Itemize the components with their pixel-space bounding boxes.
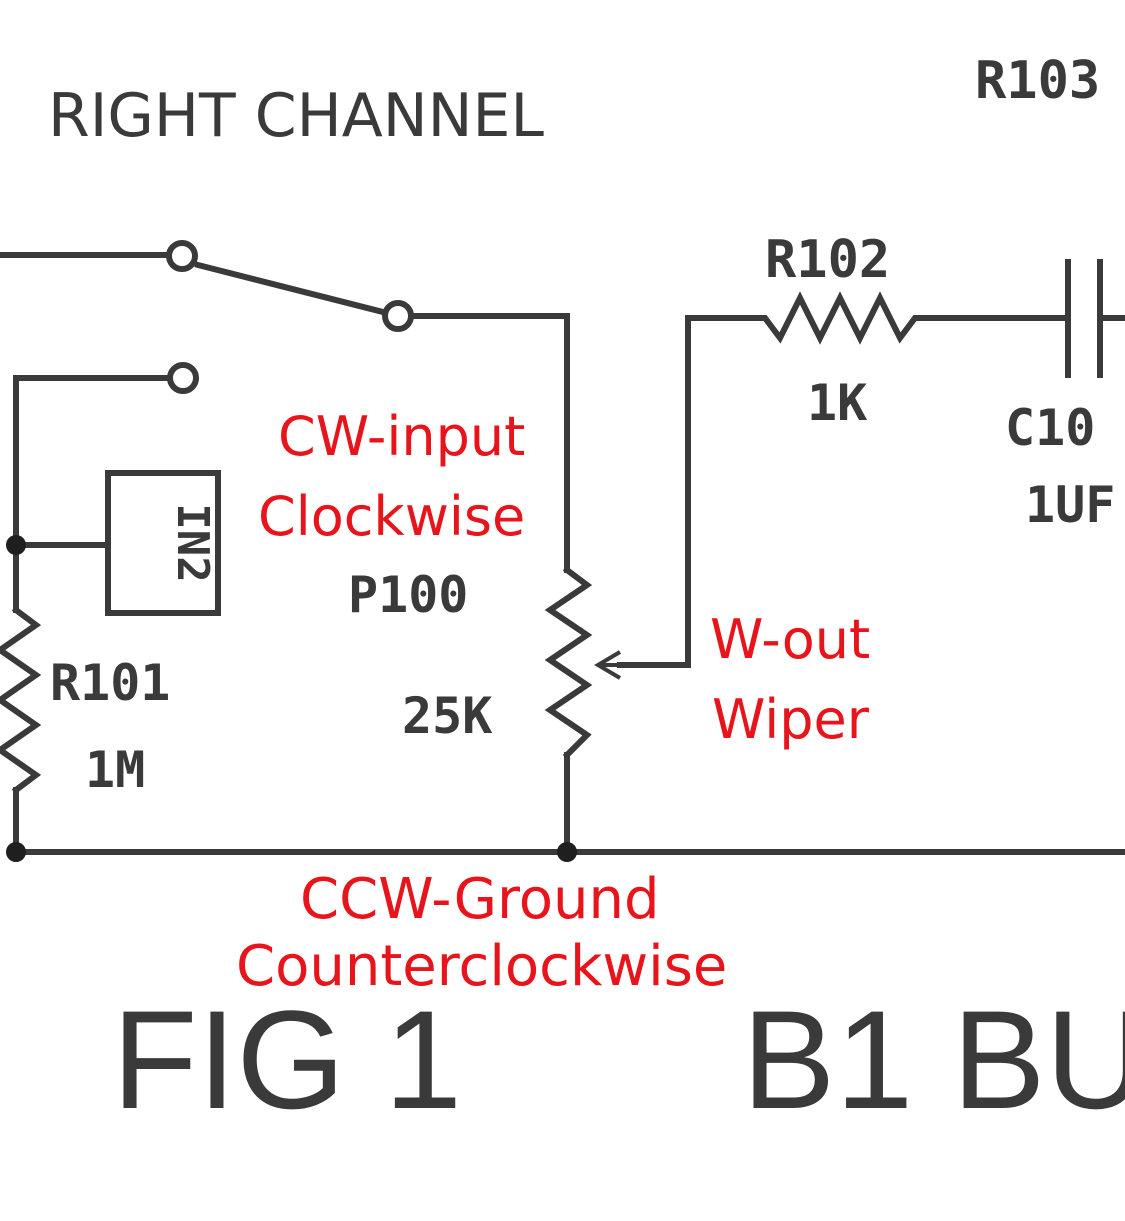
p100-potentiometer-symbol: [544, 565, 593, 760]
r101-resistor-symbol: [0, 605, 42, 795]
in2-label: IN2: [167, 503, 218, 582]
switch-terminal-lower: [167, 362, 199, 394]
switch-lever: [194, 261, 387, 316]
b1-caption: B1 BU: [742, 981, 1125, 1138]
r103-label: R103: [975, 51, 1100, 111]
figure-caption: FIG 1: [112, 981, 462, 1138]
in2-box: [105, 470, 221, 616]
wiper-output-wire: [617, 315, 748, 668]
junction-dot-in2: [6, 535, 26, 555]
w-out-annotation: W-out: [710, 608, 870, 671]
r101-value: 1M: [85, 741, 145, 799]
pot-input-wire: [411, 313, 570, 573]
ccw-ground-annotation: CCW-Ground: [300, 867, 660, 932]
capacitor-value: 1UF: [1025, 476, 1115, 534]
r102-value: 1K: [807, 374, 867, 432]
counterclockwise-annotation: Counterclockwise: [236, 934, 727, 999]
cw-input-annotation: CW-input: [278, 405, 525, 468]
junction-dot-pot-ground: [557, 842, 577, 862]
r102-ref: R102: [765, 230, 890, 290]
r101-ref: R101: [50, 654, 170, 712]
left-rail-wire: [13, 375, 171, 613]
p100-ref: P100: [348, 566, 468, 624]
p100-value: 25K: [402, 687, 492, 745]
r102-resistor-symbol: [742, 291, 928, 345]
switch-terminal-top: [166, 240, 198, 272]
wiper-annotation: Wiper: [712, 688, 870, 751]
clockwise-annotation: Clockwise: [258, 485, 525, 548]
p100-wiper-arrow: [594, 650, 622, 680]
capacitor-ref: C10: [1005, 399, 1095, 457]
capacitor-symbol: [1065, 259, 1103, 378]
section-title: RIGHT CHANNEL: [48, 81, 544, 151]
wires: [0, 252, 1125, 855]
switch-terminal-right: [382, 300, 414, 332]
junction-dot-left-ground: [6, 842, 26, 862]
